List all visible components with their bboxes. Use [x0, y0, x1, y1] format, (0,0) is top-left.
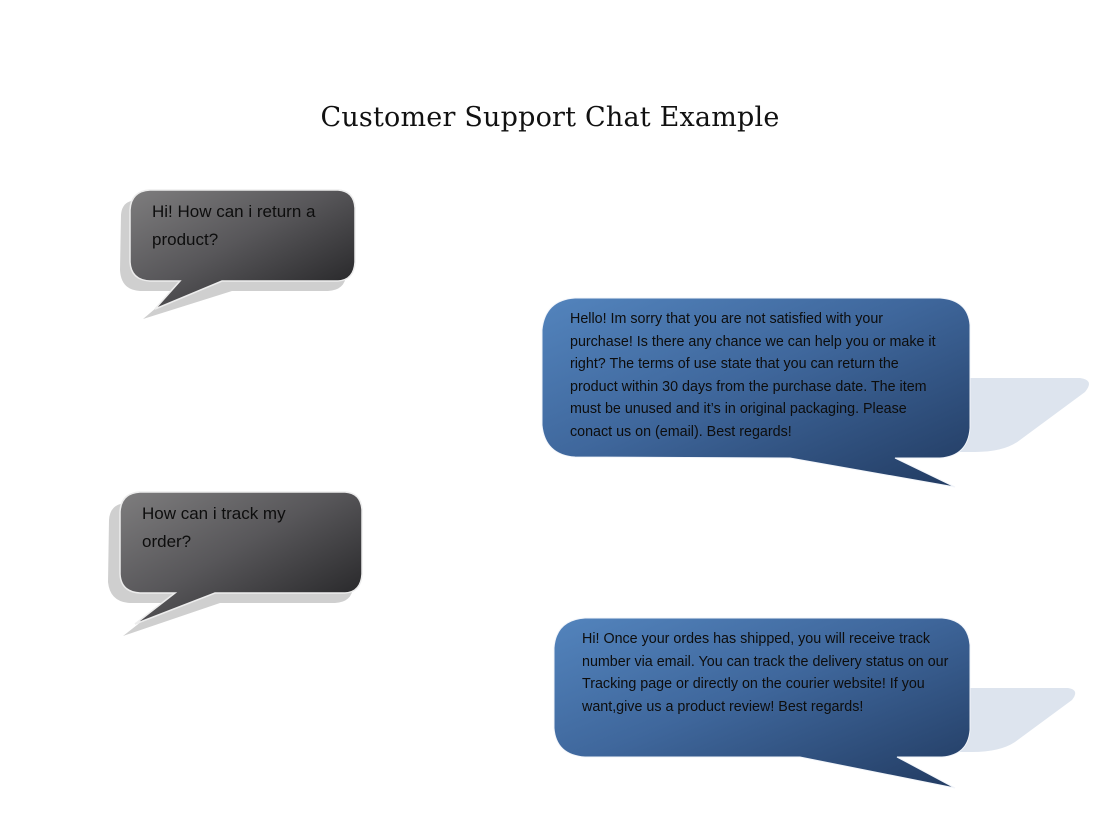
customer-bubble-1: [120, 189, 356, 319]
agent-bubble-2: [553, 617, 1076, 789]
message-text-customer-2: How can i track my order?: [142, 504, 286, 551]
message-text-agent-1: Hello! Im sorry that you are not satisfi…: [570, 311, 936, 440]
agent-bubble-2-body: [553, 617, 971, 789]
message-text-agent-2: Hi! Once your ordes has shipped, you wil…: [582, 631, 949, 715]
page-title: Customer Support Chat Example: [320, 102, 780, 133]
agent-bubble-1-body: [541, 297, 971, 488]
customer-bubble-2-body: [119, 491, 363, 625]
message-text-customer-1: Hi! How can i return a product?: [152, 202, 316, 249]
customer-bubble-1-body: [129, 189, 356, 310]
agent-bubble-1: [541, 297, 1089, 488]
customer-bubble-2: [108, 491, 363, 636]
